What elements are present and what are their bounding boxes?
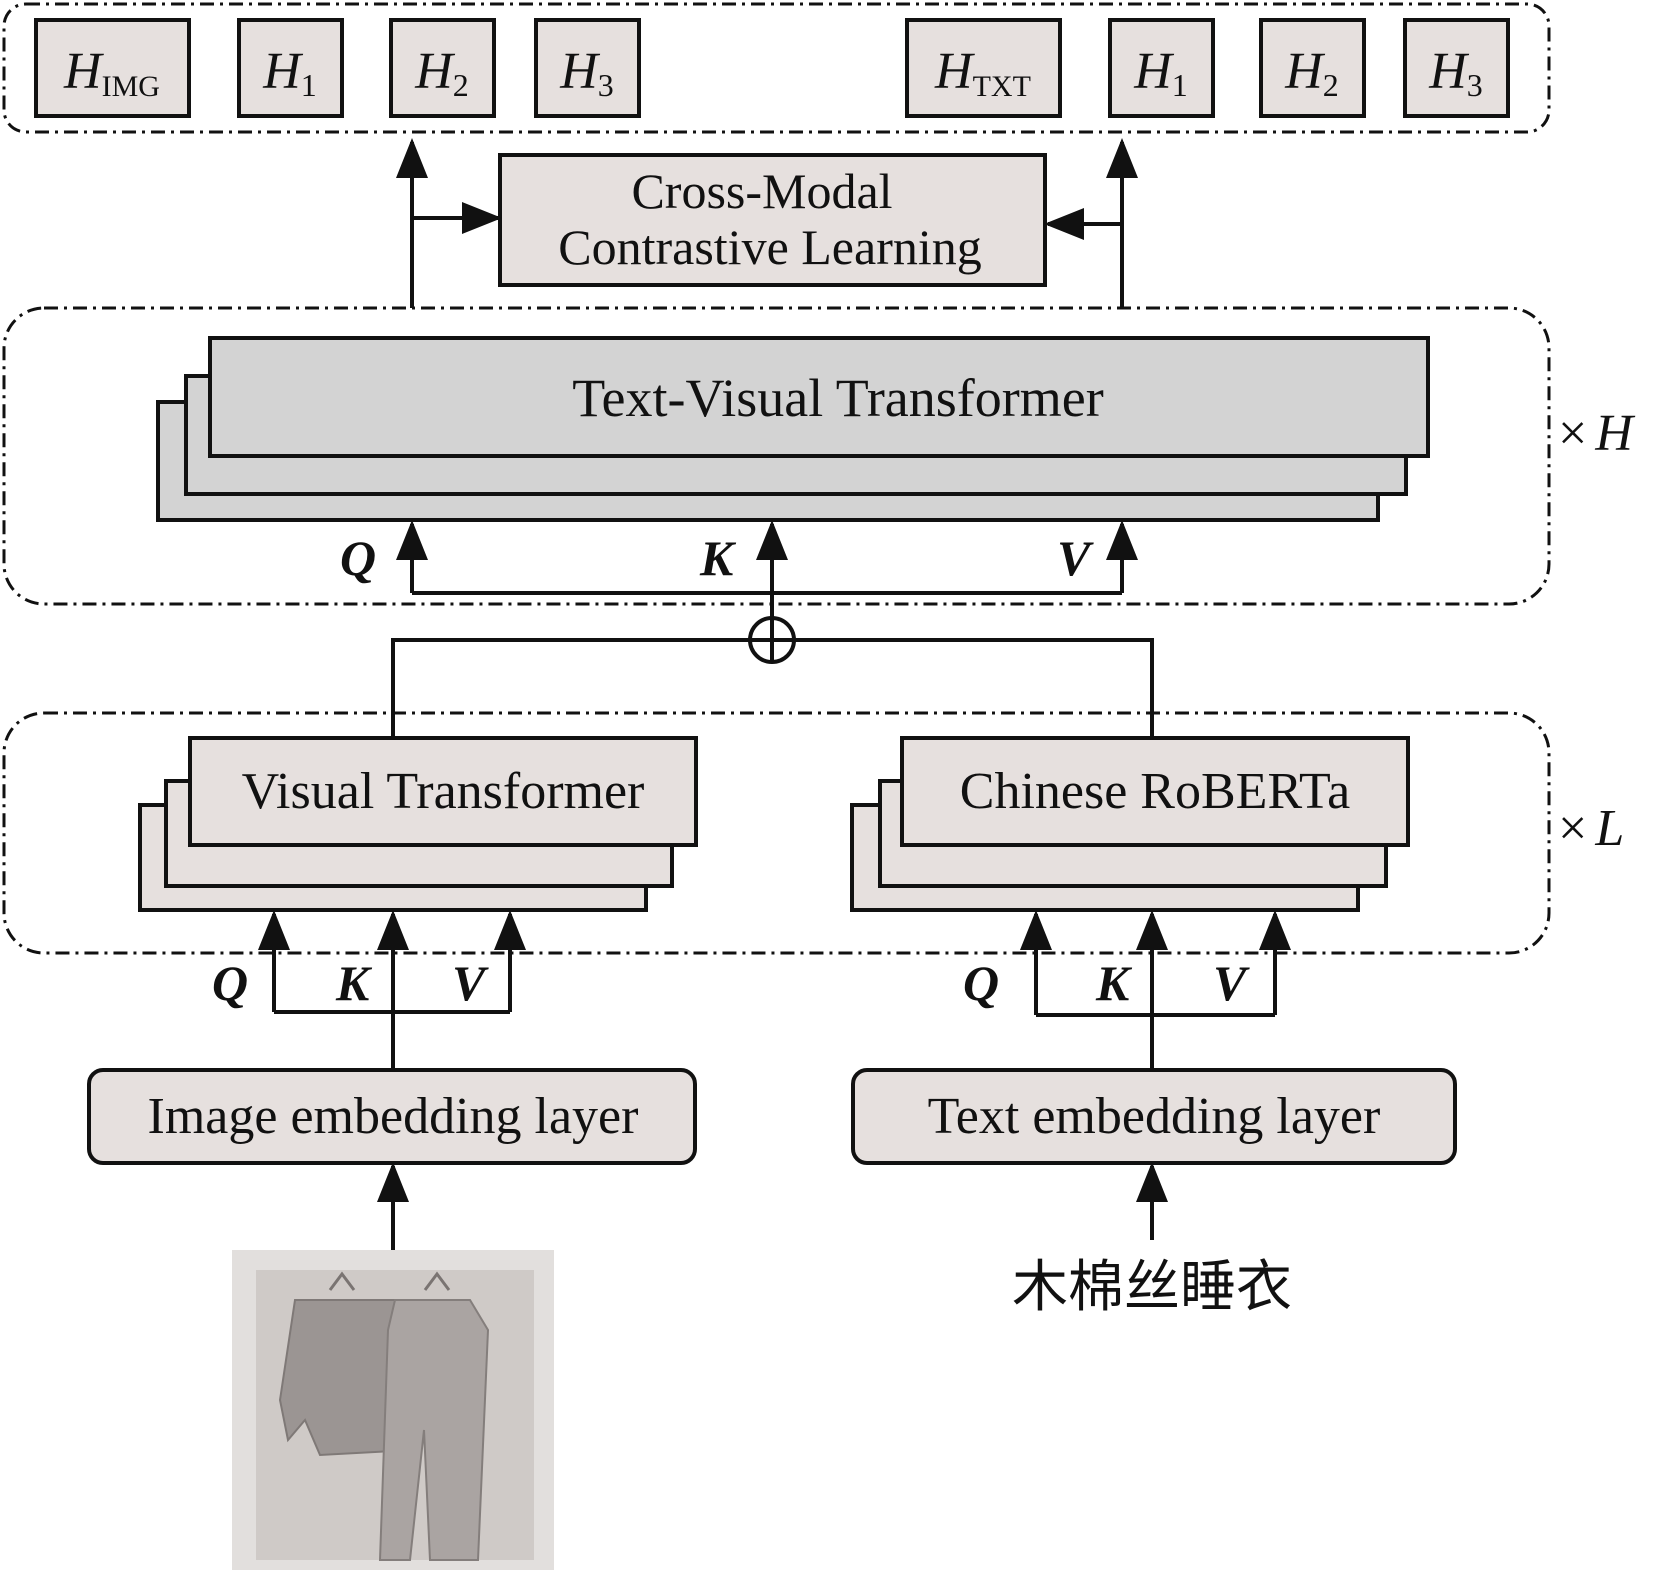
fusion-k-label: K <box>699 530 737 586</box>
svg-text:H2: H2 <box>1284 43 1339 103</box>
svg-text:H1: H1 <box>1133 43 1188 103</box>
fusion-repeat-label: ×H <box>1558 405 1635 462</box>
visual-transformer-stack: Visual Transformer <box>138 736 698 912</box>
sum-node <box>748 616 796 664</box>
output-img-h2: H2 <box>389 18 496 118</box>
output-group-frame <box>2 2 1551 134</box>
input-image <box>232 1250 554 1570</box>
svg-text:H3: H3 <box>559 43 614 103</box>
visual-k-label: K <box>335 955 373 1011</box>
svg-text:H1: H1 <box>262 43 317 103</box>
output-txt-h1: H1 <box>1108 18 1215 118</box>
contrastive-line-1: Cross-Modal <box>631 163 892 219</box>
visual-transformer-label: Visual Transformer <box>242 763 645 820</box>
visual-q-label: Q <box>212 955 248 1011</box>
contrastive-learning-box: Cross-Modal Contrastive Learning <box>498 153 1047 287</box>
visual-to-sum-line <box>391 638 750 736</box>
chinese-roberta-label: Chinese RoBERTa <box>960 763 1350 820</box>
text-embedding-layer: Text embedding layer <box>851 1068 1457 1165</box>
fusion-transformer-stack: Text-Visual Transformer <box>156 336 1430 522</box>
fusion-q-label: Q <box>340 530 376 586</box>
text-q-label: Q <box>963 955 999 1011</box>
encoder-repeat-label: ×L <box>1558 800 1624 857</box>
fusion-transformer-label: Text-Visual Transformer <box>572 368 1103 428</box>
svg-text:HTXT: HTXT <box>934 43 1031 103</box>
output-txt-h3: H3 <box>1403 18 1510 118</box>
chinese-roberta-stack: Chinese RoBERTa <box>850 736 1410 912</box>
output-img-h3: H3 <box>534 18 641 118</box>
fusion-group-frame <box>2 306 1551 606</box>
output-h-img: HIMG <box>34 18 191 118</box>
output-h-txt: HTXT <box>905 18 1062 118</box>
fusion-v-label: V <box>1057 530 1094 586</box>
input-text: 木棉丝睡衣 <box>1012 1257 1292 1319</box>
svg-text:H3: H3 <box>1428 43 1483 103</box>
encoder-group-frame <box>2 711 1551 955</box>
image-embedding-label: Image embedding layer <box>148 1088 639 1145</box>
output-img-h1: H1 <box>237 18 344 118</box>
svg-text:HIMG: HIMG <box>63 43 160 103</box>
text-to-sum-line <box>794 638 1154 736</box>
contrastive-line-2: Contrastive Learning <box>558 219 982 275</box>
output-txt-h2: H2 <box>1259 18 1366 118</box>
text-k-label: K <box>1095 955 1133 1011</box>
text-embedding-label: Text embedding layer <box>928 1088 1381 1145</box>
svg-text:H2: H2 <box>414 43 469 103</box>
text-v-label: V <box>1213 955 1250 1011</box>
visual-v-label: V <box>452 955 489 1011</box>
image-embedding-layer: Image embedding layer <box>87 1068 697 1165</box>
